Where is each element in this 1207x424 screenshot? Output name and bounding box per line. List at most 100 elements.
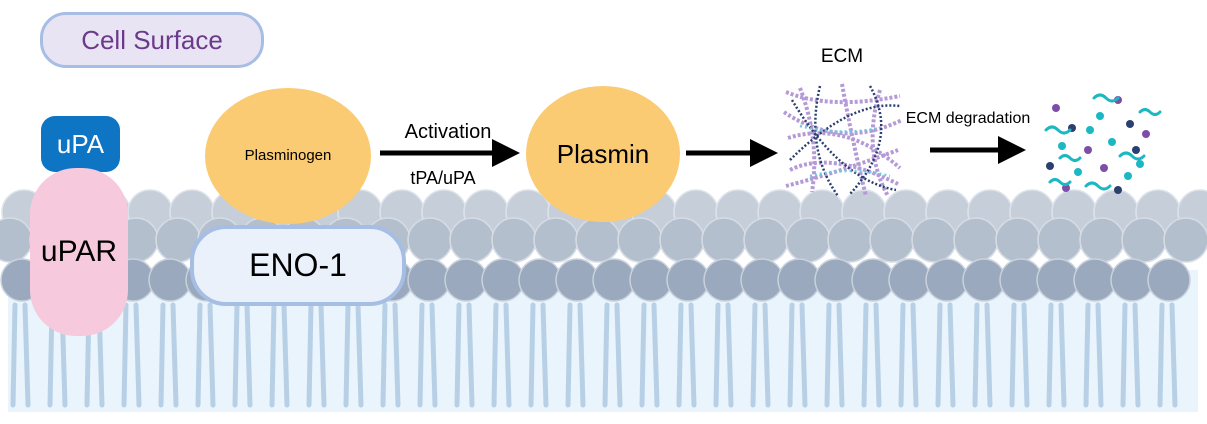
lipid-heads-front [0,258,1191,302]
lipid-tail [873,302,882,408]
lipid-tail [540,302,549,408]
lipid-tail [343,302,351,408]
cell-surface-label: Cell Surface [40,12,264,68]
ecm-label: ECM [820,46,864,67]
lipid-tail [10,302,18,408]
lipid-tail [1169,302,1178,408]
lipid-tail [133,302,142,408]
lipid-tail [1157,302,1165,408]
lipid-tail [318,302,327,408]
plasmin-protein: Plasmin [526,86,680,222]
lipid-tail [121,302,129,408]
lipid-tail [380,302,388,408]
lipid-head [518,258,562,302]
tpa-upa-label: tPA/uPA [410,168,476,188]
lipid-tail [281,302,290,408]
lipid-tail [762,302,771,408]
lipid-tail [244,302,253,408]
lipid-head [491,217,537,263]
lipid-tail [429,302,438,408]
lipid-tail [22,302,31,408]
lipid-head [666,258,710,302]
lipid-tail [158,302,166,408]
lipid-head [1147,258,1191,302]
lipid-tail [1046,302,1054,408]
lipid-head [740,258,784,302]
lipid-tail [725,302,734,408]
lipid-head [869,217,915,263]
lipid-head [785,217,831,263]
activation-label: Activation [404,121,492,143]
lipid-tail [1083,302,1091,408]
lipid-tail [1132,302,1141,408]
lipid-tail [503,302,512,408]
lipid-tail [417,302,425,408]
lipid-head [575,217,621,263]
lipid-tail [713,302,721,408]
lipid-head [911,217,957,263]
lipid-tail [787,302,795,408]
lipid-tail [491,302,499,408]
lipid-head [925,258,969,302]
lipid-head [953,217,999,263]
lipid-tail [528,302,536,408]
lipid-tail [639,302,647,408]
lipid-tail [355,302,364,408]
lipid-tail [454,302,462,408]
lipid-head [1163,217,1207,263]
lipid-head [617,217,663,263]
lipid-tail [984,302,993,408]
lipid-tail [824,302,832,408]
lipid-tail [232,302,240,408]
lipid-tail [392,302,401,408]
lipid-tail [269,302,277,408]
lipid-tail [1021,302,1030,408]
lipid-head [827,217,873,263]
lipid-tail [750,302,758,408]
lipid-head [701,217,747,263]
lipid-head [533,217,579,263]
lipid-tail [306,302,314,408]
plasminogen-protein: Plasminogen [205,88,371,224]
lipid-tail [910,302,919,408]
lipid-head [592,258,636,302]
lipid-head [629,258,673,302]
lipid-tail [972,302,980,408]
lipid-tail [947,302,956,408]
lipid-tail [1058,302,1067,408]
lipid-tail [935,302,943,408]
ecm-degradation-label: ECM degradation [905,110,1031,127]
lipid-head [999,258,1043,302]
eno1-protein: ENO-1 [190,225,406,306]
lipid-head [1121,217,1167,263]
lipid-head [777,258,821,302]
lipid-tail [614,302,623,408]
lipid-head [407,258,451,302]
lipid-tail [577,302,586,408]
lipid-tail [898,302,906,408]
lipid-heads-middle [0,217,1207,263]
lipid-head [1036,258,1080,302]
lipid-tail [651,302,660,408]
lipid-tail [1095,302,1104,408]
lipid-head [888,258,932,302]
lipid-head [1079,217,1125,263]
lipid-tail [602,302,610,408]
lipid-tail [676,302,684,408]
lipid-tail [195,302,203,408]
lipid-head [1037,217,1083,263]
lipid-head [407,217,453,263]
lipid-tail [1120,302,1128,408]
lipid-tail [688,302,697,408]
lipid-tail [836,302,845,408]
lipid-head [814,258,858,302]
lipid-head [659,217,705,263]
lipid-head [555,258,599,302]
lipid-head [851,258,895,302]
lipid-head [449,217,495,263]
upar-receptor: uPAR [30,168,128,336]
lipid-head [962,258,1006,302]
lipid-head [743,217,789,263]
upa-protein: uPA [41,116,120,172]
